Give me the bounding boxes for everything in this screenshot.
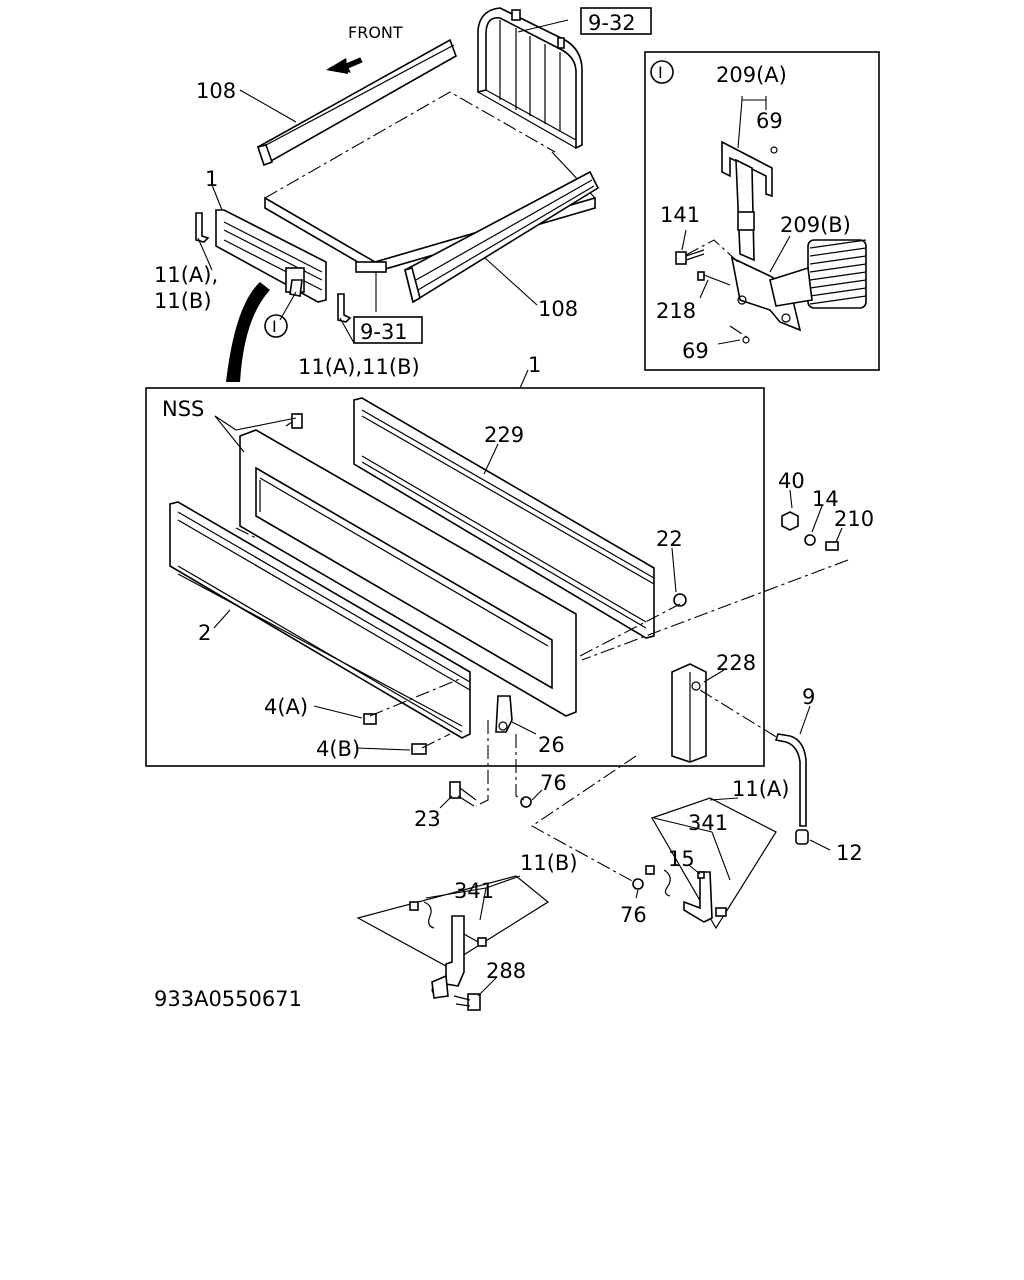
pin-9-icon xyxy=(774,733,807,827)
front-arrow-icon xyxy=(326,57,363,74)
bolt-4b-icon xyxy=(411,743,427,755)
label-11b: 11(B) xyxy=(520,851,578,875)
post-228 xyxy=(671,663,707,763)
hinge-11a-group xyxy=(632,797,777,930)
clip-69-bottom-icon xyxy=(742,336,750,344)
hinge-bracket-right xyxy=(337,293,352,323)
inset-i: I xyxy=(644,51,880,371)
right-side-parts: 40 14 210 228 9 12 xyxy=(581,469,874,865)
bolt-210-icon xyxy=(825,541,839,551)
drawing-number: 933A0550671 xyxy=(154,987,302,1011)
washer-14-icon xyxy=(804,534,816,546)
bolt-23-icon xyxy=(449,781,477,807)
hinge-26-icon xyxy=(495,695,513,733)
label-11ab-b: 11(B) xyxy=(154,289,212,313)
label-11a: 11(A) xyxy=(732,777,789,801)
panel-2 xyxy=(169,501,471,739)
label-76-bottom: 76 xyxy=(620,903,647,927)
label-69-bottom: 69 xyxy=(682,339,709,363)
label-22: 22 xyxy=(656,527,683,551)
hinge-bracket-left xyxy=(195,212,210,243)
label-108-top: 108 xyxy=(196,79,236,103)
label-209b: 209(B) xyxy=(780,213,851,237)
truck-bed-assembly: FRONT xyxy=(154,7,652,382)
label-11ab-a: 11(A), xyxy=(154,263,218,287)
nut-40-icon xyxy=(781,511,799,531)
label-228: 228 xyxy=(716,651,756,675)
bolt-141-icon xyxy=(675,249,705,265)
bolt-288-icon xyxy=(453,993,481,1011)
circle-i-marker xyxy=(264,314,288,338)
nss-bolt-icon xyxy=(285,413,303,429)
clip-69-top-icon xyxy=(770,146,778,154)
label-14: 14 xyxy=(812,487,839,511)
pin-218-icon xyxy=(697,271,731,286)
label-141: 141 xyxy=(660,203,700,227)
side-panel-108-bottom xyxy=(404,170,600,304)
label-76-top: 76 xyxy=(540,771,567,795)
cap-12-icon xyxy=(795,829,809,845)
washer-76-bottom-icon xyxy=(632,878,644,890)
label-209a: 209(A) xyxy=(716,63,787,87)
nut-22-icon xyxy=(673,593,687,607)
label-69-top: 69 xyxy=(756,109,783,133)
label-341-left: 341 xyxy=(454,879,494,903)
ref-box-9-32[interactable] xyxy=(580,7,652,35)
washer-76-top-icon xyxy=(520,796,532,808)
label-108-bottom: 108 xyxy=(538,297,578,321)
bottom-parts: 23 76 11(A) 341 15 76 11(B) 341 288 xyxy=(356,720,789,1011)
label-218: 218 xyxy=(656,299,696,323)
label-15: 15 xyxy=(668,847,695,871)
label-210: 210 xyxy=(834,507,874,531)
label-circle-i: I xyxy=(272,317,277,336)
tailgate-exploded-view: NSS 1 229 22 2 4(A) 4(B) 26 xyxy=(145,353,765,767)
callout-arrow xyxy=(226,282,270,382)
label-288: 288 xyxy=(486,959,526,983)
label-26: 26 xyxy=(538,733,565,757)
label-2: 2 xyxy=(198,621,211,645)
label-nss: NSS xyxy=(162,397,204,421)
side-panel-108-top xyxy=(256,38,457,167)
frame-panel xyxy=(239,429,577,717)
bed-floor xyxy=(264,91,596,273)
spring-icon xyxy=(769,239,867,309)
label-229: 229 xyxy=(484,423,524,447)
label-23: 23 xyxy=(414,807,441,831)
label-341-right: 341 xyxy=(688,811,728,835)
bolt-4a-icon xyxy=(363,713,377,725)
label-4a: 4(A) xyxy=(264,695,308,719)
label-12: 12 xyxy=(836,841,863,865)
label-1-top: 1 xyxy=(205,167,218,191)
label-40: 40 xyxy=(778,469,805,493)
label-4b: 4(B) xyxy=(316,737,360,761)
label-1-main: 1 xyxy=(528,353,541,377)
front-label: FRONT xyxy=(348,23,403,42)
panel-229 xyxy=(353,397,655,639)
hinge-11b-group xyxy=(356,875,550,1011)
ref-9-31[interactable]: 9-31 xyxy=(360,320,408,344)
tail-gate-small xyxy=(215,209,327,303)
label-11ab-bottom: 11(A),11(B) xyxy=(298,355,420,379)
label-9: 9 xyxy=(802,685,815,709)
latch-assembly xyxy=(721,140,802,332)
inset-i-label: I xyxy=(658,63,663,82)
headboard-frame xyxy=(477,7,583,150)
ref-9-32[interactable]: 9-32 xyxy=(588,11,636,35)
ref-box-9-31[interactable] xyxy=(353,316,423,344)
